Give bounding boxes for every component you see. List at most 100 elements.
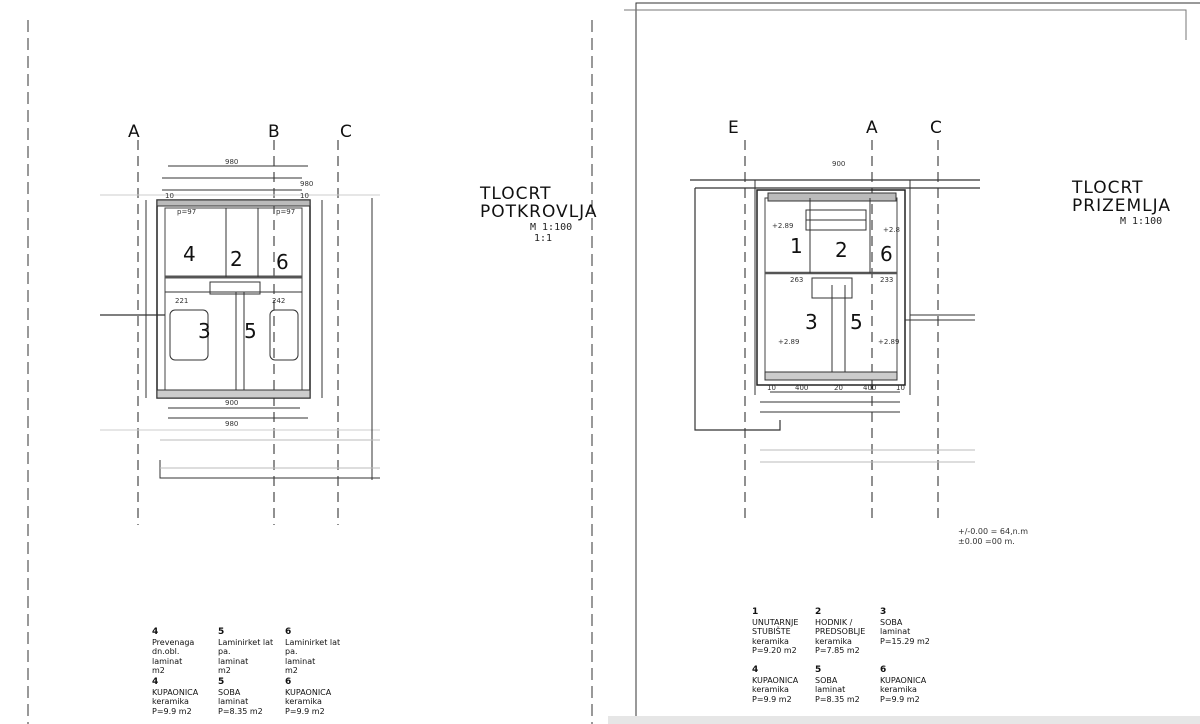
legend-name: KUPAONICA <box>752 675 799 685</box>
left-scale: M 1:100 <box>530 222 573 233</box>
legend-item: 6 Laminirket lat pa. laminat m2 <box>285 627 347 676</box>
dimension-label: 900 <box>225 399 239 407</box>
dimension-label: p=97 <box>177 208 197 216</box>
legend-item: 4 KUPAONICA keramika P=9.9 m2 <box>152 677 214 716</box>
dimension-label: 242 <box>272 297 286 305</box>
left-axis-label: B <box>268 122 281 142</box>
legend-name: Laminirket lat pa. <box>285 637 341 657</box>
room-number: 2 <box>835 238 848 262</box>
legend-name: UNUTARNJE STUBIŠTE <box>752 617 799 637</box>
dimension-label: 233 <box>880 276 894 284</box>
legend-floor: keramika <box>815 636 852 646</box>
legend-area: m2 <box>218 666 231 675</box>
legend-area: m2 <box>285 666 298 675</box>
right-axis-label: E <box>728 118 740 138</box>
legend-number: 5 <box>218 627 225 637</box>
level-mark: +2.89 <box>878 338 900 346</box>
legend-number: 4 <box>752 665 759 675</box>
room-number: 3 <box>198 319 211 343</box>
legend-number: 6 <box>285 677 292 687</box>
legend-name: KUPAONICA <box>285 687 332 697</box>
legend-area: P=9.9 m2 <box>285 706 325 716</box>
dimension-label: 980 <box>225 420 239 428</box>
legend-floor: laminat <box>815 685 846 694</box>
right-title-line2: PRIZEMLJA <box>1072 196 1171 216</box>
legend-number: 4 <box>152 677 159 687</box>
legend-floor: keramika <box>752 636 789 646</box>
legend-name: HODNIK / PREDSOBLJE <box>815 617 866 637</box>
legend-number: 5 <box>815 665 822 675</box>
level-mark: +2.89 <box>772 222 794 230</box>
room-number: 5 <box>244 319 257 343</box>
legend-floor: keramika <box>285 697 322 706</box>
sheet-frame-top <box>624 9 1187 40</box>
dimension-label: 20 <box>834 384 843 392</box>
left-axis-label: A <box>128 122 141 142</box>
dimension-label: 221 <box>175 297 189 305</box>
dimension-label: 900 <box>832 160 846 168</box>
legend-floor: laminat <box>218 697 249 706</box>
legend-name: SOBA <box>880 617 903 627</box>
legend-area: m2 <box>152 666 165 675</box>
room-number: 3 <box>805 310 818 334</box>
legend-floor: laminat <box>285 656 316 666</box>
legend-floor: keramika <box>152 697 189 706</box>
room-number: 1 <box>790 234 803 258</box>
legend-name: KUPAONICA <box>880 675 927 685</box>
level-note: ±0.00 =00 m. <box>958 537 1015 546</box>
legend-number: 3 <box>880 607 887 617</box>
legend-item: 5 SOBA laminat P=8.35 m2 <box>815 665 877 704</box>
right-axis-label: C <box>930 118 943 138</box>
legend-number: 6 <box>285 627 292 637</box>
legend-area: P=9.9 m2 <box>880 694 920 704</box>
legend-area: P=15.29 m2 <box>880 636 930 646</box>
left-floor-plan <box>100 165 380 480</box>
legend-item: 3 SOBA laminat P=15.29 m2 <box>880 607 942 646</box>
legend-floor: laminat <box>218 656 249 666</box>
room-number: 6 <box>276 250 289 274</box>
legend-number: 4 <box>152 627 159 637</box>
legend-item: 1 UNUTARNJE STUBIŠTE keramika P=9.20 m2 <box>752 607 814 656</box>
left-axis-label: C <box>340 122 353 142</box>
legend-item: 4 Prevenaga dn.obl. laminat m2 <box>152 627 214 676</box>
legend-item: 2 HODNIK / PREDSOBLJE keramika P=7.85 m2 <box>815 607 877 656</box>
right-title-line1: TLOCRT <box>1072 178 1144 198</box>
left-title-line2: POTKROVLJA <box>480 202 598 222</box>
legend-area: P=9.9 m2 <box>752 694 792 704</box>
level-mark: +2.89 <box>778 338 800 346</box>
right-axis-label: A <box>866 118 879 138</box>
legend-name: KUPAONICA <box>152 687 199 697</box>
sheet-border-right <box>635 2 1200 724</box>
level-note: +/-0.00 = 64,n.m <box>958 527 1029 536</box>
legend-area: P=8.35 m2 <box>815 694 860 704</box>
legend-item: 4 KUPAONICA keramika P=9.9 m2 <box>752 665 814 704</box>
legend-item: 5 SOBA laminat P=8.35 m2 <box>218 677 280 716</box>
bottom-scrollbar-band <box>608 716 1200 724</box>
dimension-label: p=97 <box>276 208 296 216</box>
left-scale-ratio: 1:1 <box>534 233 553 244</box>
legend-floor: keramika <box>752 685 789 694</box>
legend-name: SOBA <box>218 687 241 697</box>
left-title-line1: TLOCRT <box>480 184 552 204</box>
dimension-label: 10 <box>165 192 174 200</box>
legend-area: P=9.9 m2 <box>152 706 192 716</box>
legend-number: 1 <box>752 607 759 617</box>
legend-item: 6 KUPAONICA keramika P=9.9 m2 <box>880 665 942 704</box>
legend-item: 6 KUPAONICA keramika P=9.9 m2 <box>285 677 347 716</box>
room-number: 2 <box>230 247 243 271</box>
legend-name: SOBA <box>815 675 838 685</box>
dimension-label: 10 <box>767 384 776 392</box>
legend-floor: laminat <box>880 627 911 636</box>
legend-number: 2 <box>815 607 822 617</box>
dimension-label: 400 <box>795 384 809 392</box>
room-number: 6 <box>880 242 893 266</box>
legend-name: Prevenaga dn.obl. <box>152 637 195 657</box>
level-mark: +2.8 <box>883 226 900 234</box>
legend-item: 5 Laminirket lat pa. laminat m2 <box>218 627 280 676</box>
legend-area: P=7.85 m2 <box>815 646 860 655</box>
dimension-label: 980 <box>225 158 239 166</box>
dimension-label: 10 <box>896 384 905 392</box>
room-number: 5 <box>850 310 863 334</box>
legend-number: 6 <box>880 665 887 675</box>
